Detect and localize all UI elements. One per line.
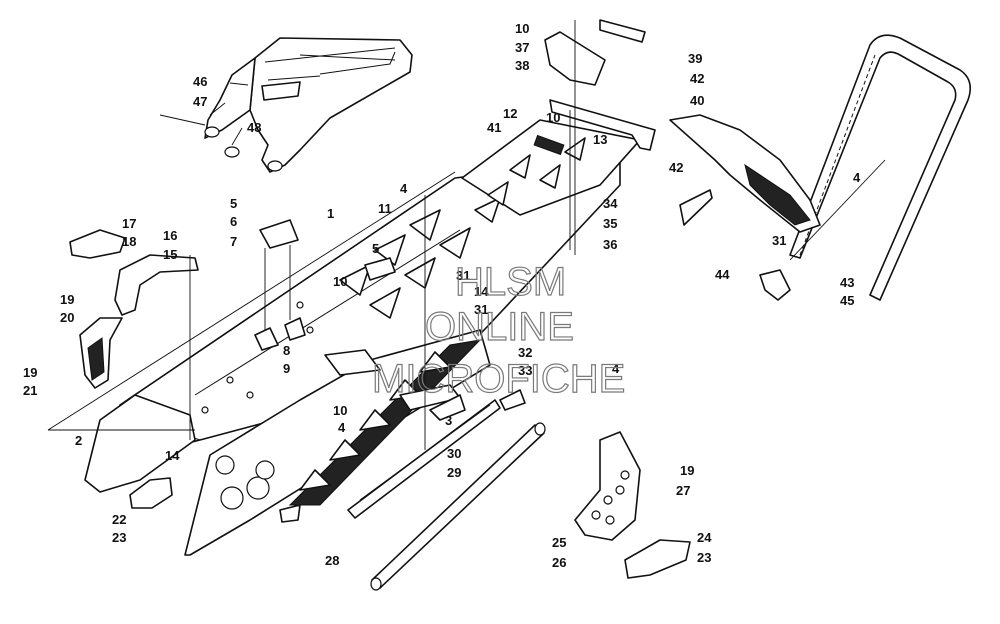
callout-15: 15 xyxy=(163,247,177,262)
callout-11: 11 xyxy=(378,201,392,216)
watermark-line3: MICROFICHE xyxy=(372,357,625,401)
callout-4d: 4 xyxy=(338,420,346,435)
callout-10a: 10 xyxy=(515,21,529,36)
callout-44: 44 xyxy=(715,267,730,282)
callout-23b: 23 xyxy=(697,550,711,565)
callout-5b: 5 xyxy=(372,241,379,256)
tunnel xyxy=(119,149,621,461)
callout-6: 6 xyxy=(230,214,237,229)
callout-9: 9 xyxy=(283,361,290,376)
bumper-bar xyxy=(370,422,546,591)
watermark: HLSM ONLINE MICROFICHE xyxy=(371,259,626,401)
callout-26: 26 xyxy=(552,555,566,570)
callout-22: 22 xyxy=(112,512,126,527)
callout-14b: 14 xyxy=(474,284,489,299)
callout-23a: 23 xyxy=(112,530,126,545)
callout-1: 1 xyxy=(327,206,334,221)
callout-46: 46 xyxy=(193,74,207,89)
callout-16: 16 xyxy=(163,228,177,243)
callout-40: 40 xyxy=(690,93,704,108)
callout-31a: 31 xyxy=(456,268,470,283)
seat xyxy=(159,37,413,173)
callout-14a: 14 xyxy=(165,448,180,463)
callout-29: 29 xyxy=(447,465,461,480)
callout-labels: 1234444556789101010101112131414151617181… xyxy=(23,21,861,570)
callout-19a: 19 xyxy=(60,292,74,307)
callout-12: 12 xyxy=(503,106,517,121)
running-board xyxy=(347,394,501,519)
callout-10b: 10 xyxy=(546,110,560,125)
callout-31b: 31 xyxy=(474,302,488,317)
watermark-line1: HLSM xyxy=(455,260,566,304)
watermark-line2: ONLINE xyxy=(425,305,574,349)
callout-8: 8 xyxy=(283,343,290,358)
callout-7: 7 xyxy=(230,234,237,249)
callout-42b: 42 xyxy=(669,160,683,175)
small-brackets xyxy=(254,219,526,411)
callout-2: 2 xyxy=(75,433,82,448)
front-bumper-bracket xyxy=(69,229,199,389)
callout-45: 45 xyxy=(840,293,854,308)
callout-30: 30 xyxy=(447,446,461,461)
callout-10c: 10 xyxy=(333,274,347,289)
callout-4b: 4 xyxy=(853,170,861,185)
left-side-panel xyxy=(84,329,491,556)
callout-43: 43 xyxy=(840,275,854,290)
callout-31c: 31 xyxy=(772,233,786,248)
callout-3: 3 xyxy=(445,413,452,428)
callout-17: 17 xyxy=(122,216,136,231)
callout-20: 20 xyxy=(60,310,74,325)
callout-33: 33 xyxy=(518,363,532,378)
callout-10d: 10 xyxy=(333,403,347,418)
callout-5a: 5 xyxy=(230,196,237,211)
callout-42a: 42 xyxy=(690,71,704,86)
callout-38: 38 xyxy=(515,58,529,73)
guide-lines xyxy=(47,20,886,450)
callout-13: 13 xyxy=(593,132,607,147)
callout-25: 25 xyxy=(552,535,566,550)
callout-21: 21 xyxy=(23,383,37,398)
rear-hoop xyxy=(544,19,971,301)
callout-37: 37 xyxy=(515,40,529,55)
callout-41: 41 xyxy=(487,120,501,135)
callout-18: 18 xyxy=(122,234,136,249)
callout-48: 48 xyxy=(247,120,261,135)
callout-36: 36 xyxy=(603,237,617,252)
callout-28: 28 xyxy=(325,553,339,568)
callout-4a: 4 xyxy=(400,181,408,196)
callout-19b: 19 xyxy=(23,365,37,380)
callout-35: 35 xyxy=(603,216,617,231)
footrest-bracket xyxy=(129,431,691,579)
callout-32: 32 xyxy=(518,345,532,360)
callout-39: 39 xyxy=(688,51,702,66)
callout-34: 34 xyxy=(603,196,618,211)
callout-47: 47 xyxy=(193,94,207,109)
callout-19c: 19 xyxy=(680,463,694,478)
callout-27: 27 xyxy=(676,483,690,498)
callout-24: 24 xyxy=(697,530,712,545)
callout-4c: 4 xyxy=(612,361,620,376)
